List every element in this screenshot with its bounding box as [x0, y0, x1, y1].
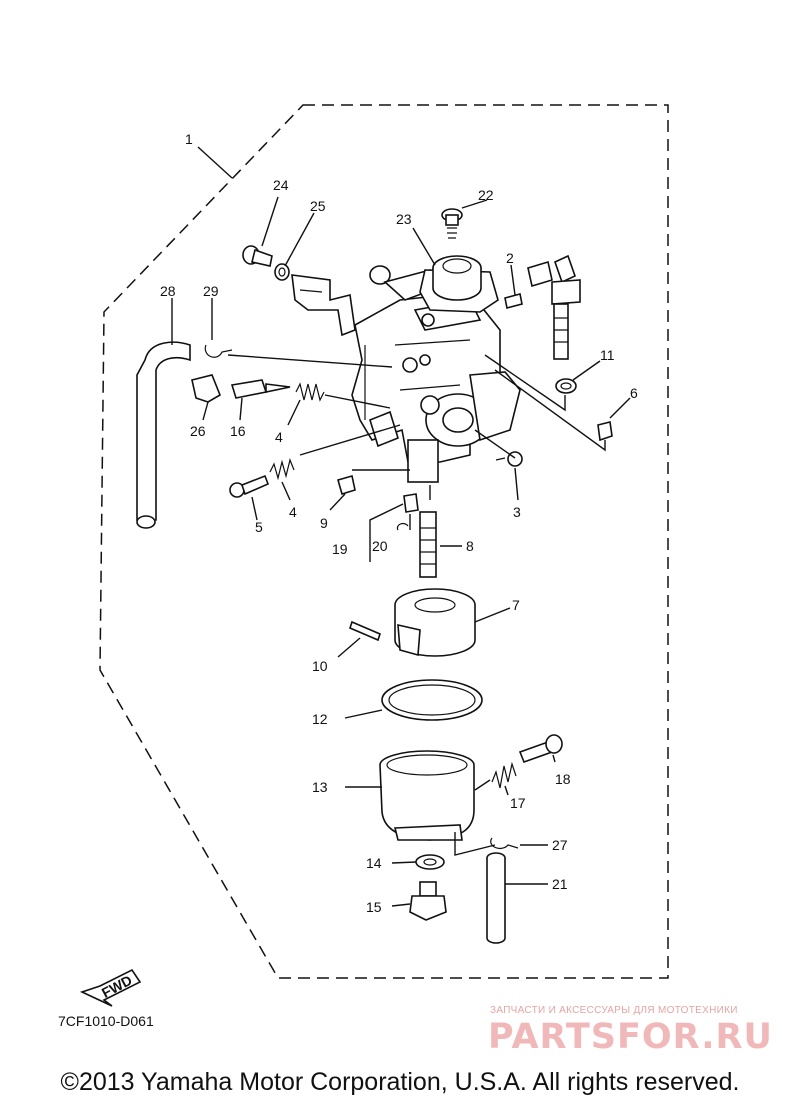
carburetor-body [351, 265, 521, 483]
callout-4b: 4 [289, 504, 297, 520]
callout-3: 3 [513, 504, 521, 520]
watermark-tagline: ЗАПЧАСТИ И АКСЕССУАРЫ ДЛЯ МОТОТЕХНИКИ [490, 1005, 738, 1016]
callout-6: 6 [630, 385, 638, 401]
bracket [291, 274, 356, 337]
callout-24: 24 [273, 177, 289, 193]
callout-16: 16 [230, 423, 246, 439]
watermark-brand: PARTSFOR.RU [488, 1017, 773, 1057]
spring-4b [269, 458, 295, 481]
callout-17: 17 [510, 795, 526, 811]
main-nozzle-8 [419, 511, 437, 578]
washer-14 [415, 854, 445, 870]
callout-19: 19 [332, 541, 348, 557]
clip-27 [490, 837, 519, 850]
callout-labels: 1 2 3 4 4 5 6 7 8 9 10 11 12 13 14 15 16… [160, 131, 638, 915]
callout-4a: 4 [275, 429, 283, 445]
callout-23: 23 [396, 211, 412, 227]
spring-4a [295, 382, 325, 402]
cap-26 [191, 374, 221, 403]
screw-2 [504, 293, 523, 309]
callout-28: 28 [160, 283, 176, 299]
screw-18 [518, 734, 563, 764]
jet-20 [396, 493, 419, 531]
screw-9 [337, 474, 356, 496]
callout-9: 9 [320, 515, 328, 531]
callout-14: 14 [366, 855, 382, 871]
fwd-label: FWD [99, 972, 135, 1001]
tube-21 [486, 852, 506, 944]
callout-22: 22 [478, 187, 494, 203]
callout-5: 5 [255, 519, 263, 535]
clip-29 [204, 344, 233, 358]
copyright-notice: ©2013 Yamaha Motor Corporation, U.S.A. A… [60, 1068, 740, 1096]
float-chamber-13 [379, 750, 475, 841]
screw-22 [441, 208, 463, 239]
screw-5 [229, 474, 270, 498]
callout-8: 8 [466, 538, 474, 554]
screw-6 [597, 421, 613, 442]
callout-26: 26 [190, 423, 206, 439]
drain-plug-15 [409, 881, 447, 921]
spring-17 [491, 761, 517, 789]
needle-valve-16 [230, 379, 291, 399]
callout-27: 27 [552, 837, 568, 853]
callout-2: 2 [506, 250, 514, 266]
callout-29: 29 [203, 283, 219, 299]
float-7 [394, 588, 476, 657]
washer-11 [555, 378, 577, 394]
top-cap [419, 255, 499, 313]
assembly-boundary [99, 104, 669, 979]
callout-10: 10 [312, 658, 328, 674]
throttle-lever [527, 254, 581, 360]
leader-lines [171, 146, 631, 907]
hose-28 [136, 341, 191, 529]
callout-12: 12 [312, 711, 328, 727]
callout-13: 13 [312, 779, 328, 795]
callout-7: 7 [512, 597, 520, 613]
fwd-arrow-icon: FWD [79, 968, 142, 1007]
callout-18: 18 [555, 771, 571, 787]
washer-25 [274, 263, 290, 281]
diagram-code: 7CF1010-D061 [58, 1013, 154, 1029]
callout-11: 11 [600, 347, 615, 363]
screw-24 [242, 245, 273, 267]
callout-21: 21 [552, 876, 568, 892]
callout-15: 15 [366, 899, 382, 915]
gasket-12 [381, 679, 483, 721]
callout-20: 20 [372, 538, 388, 554]
float-pin-10 [349, 620, 381, 642]
callout-25: 25 [310, 198, 326, 214]
callout-1: 1 [185, 131, 193, 147]
